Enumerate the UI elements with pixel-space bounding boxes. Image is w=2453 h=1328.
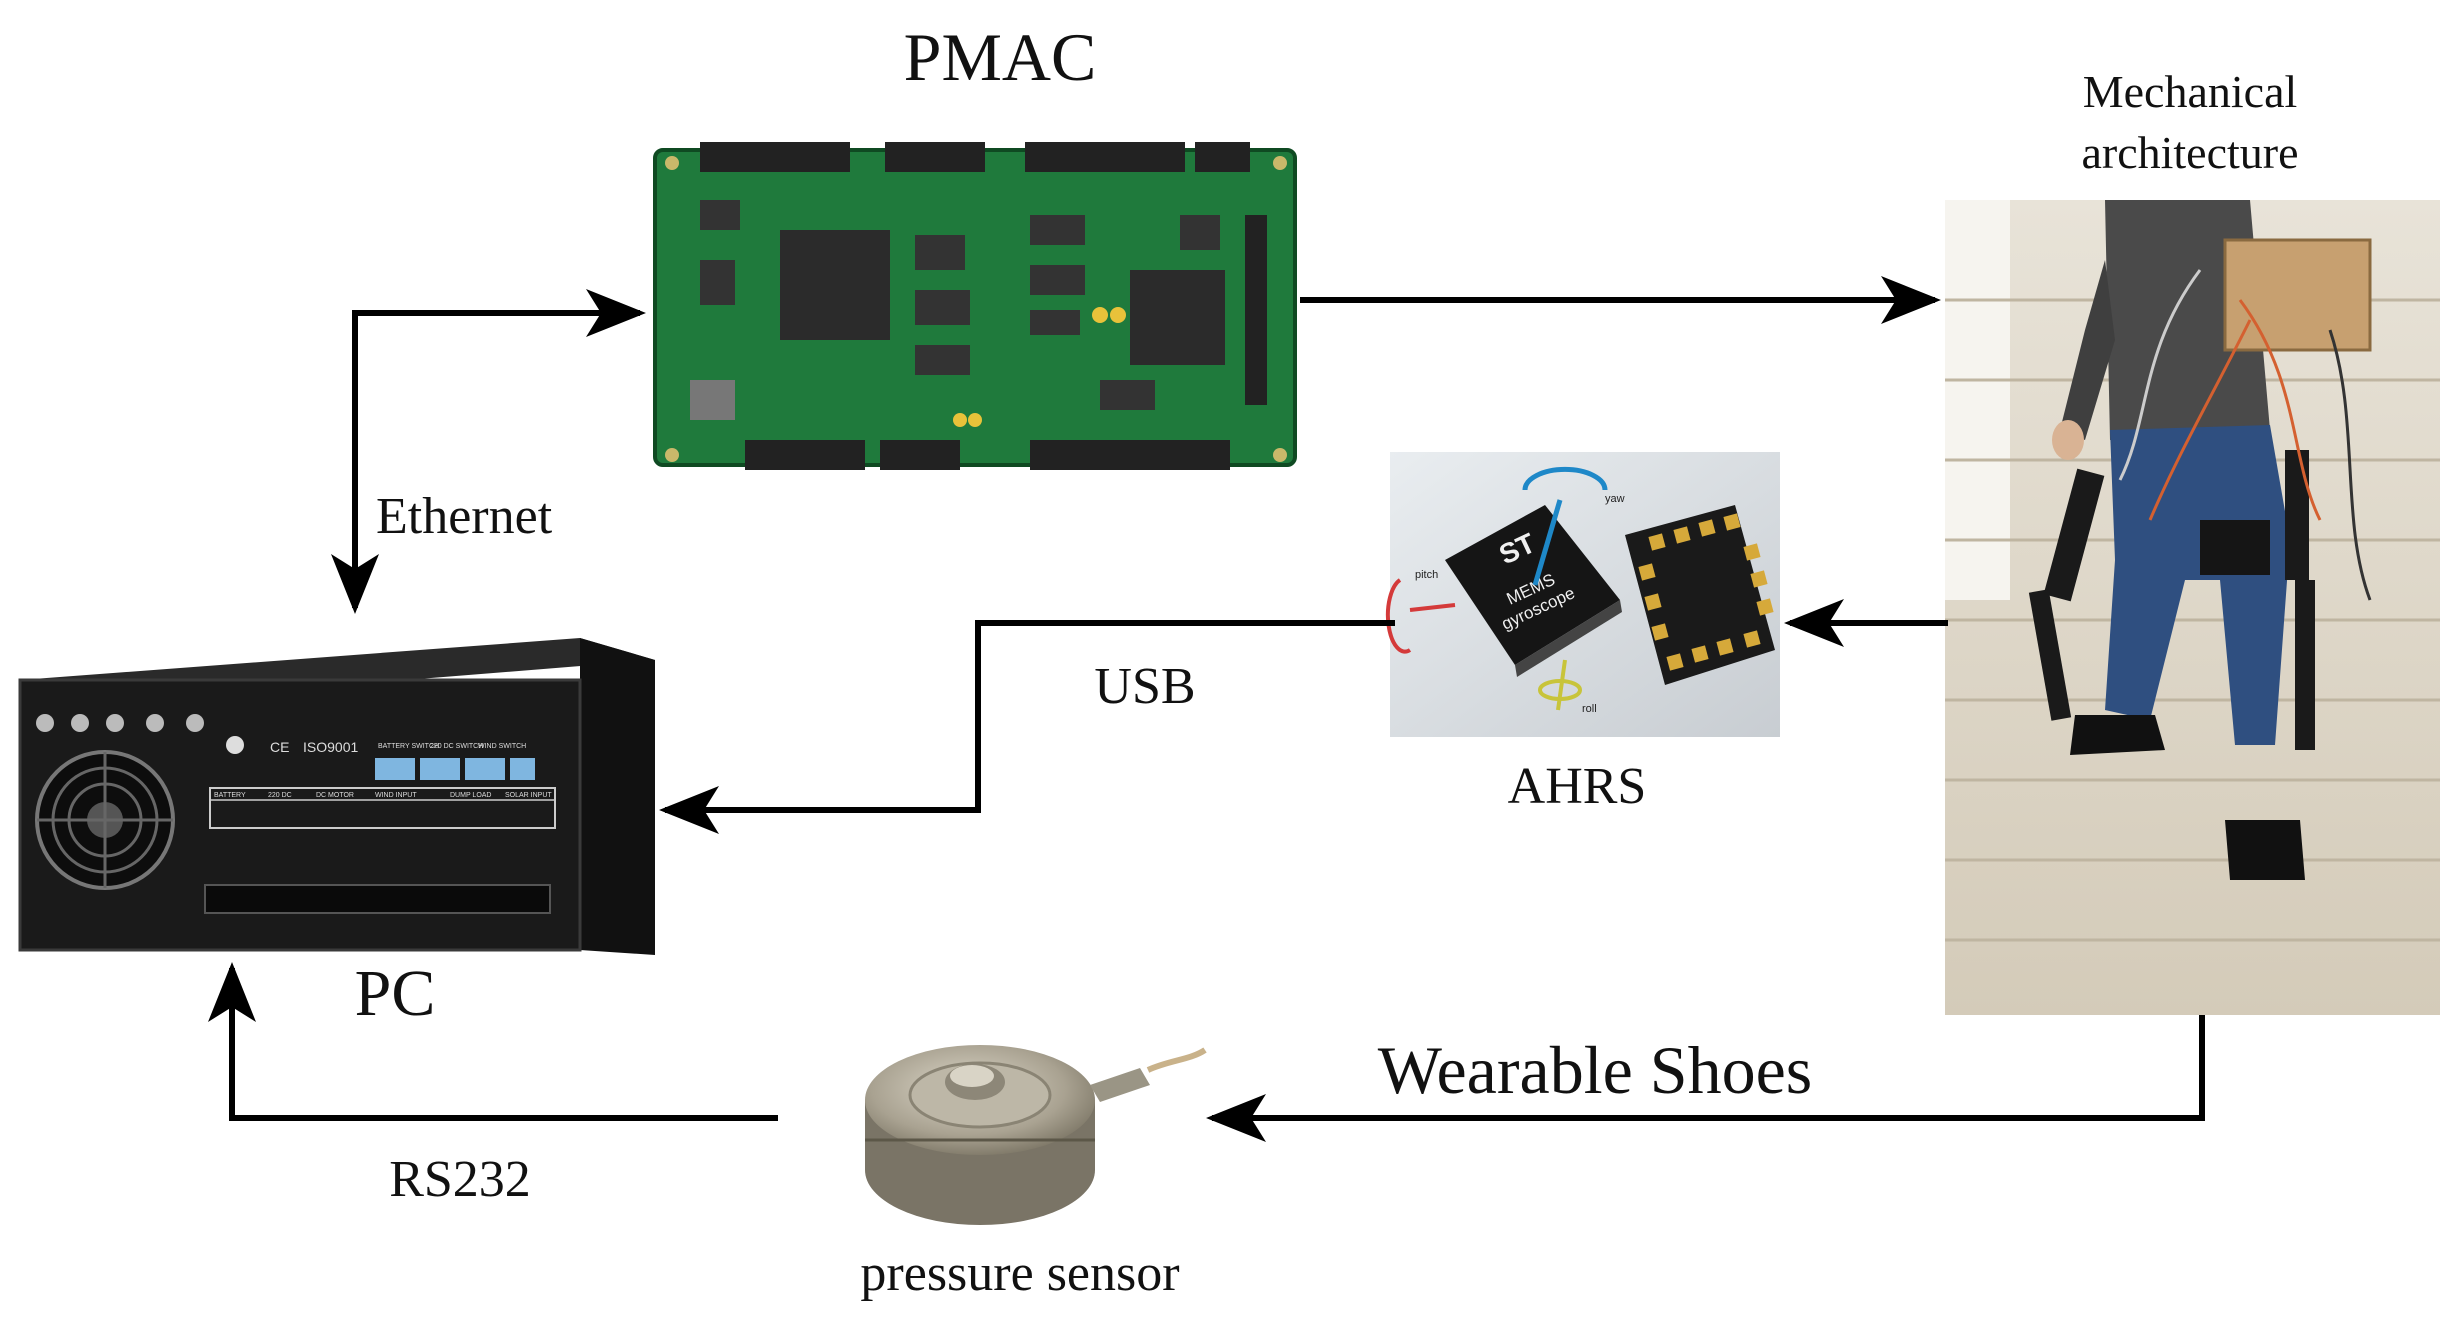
pc-col-4: WIND INPUT — [375, 792, 417, 799]
arrow-pressure-sensor-to-pc — [208, 962, 778, 1121]
pc-cert-ce: CE — [270, 739, 289, 755]
ahrs-label: AHRS — [1508, 758, 1647, 815]
pc-label: PC — [355, 957, 436, 1030]
chip-axis-yaw: yaw — [1605, 493, 1625, 505]
arrows — [208, 276, 2205, 1142]
pmac-board-image — [653, 142, 1297, 470]
pc-col-2: 220 DC — [268, 792, 292, 799]
chip-axis-pitch: pitch — [1415, 569, 1438, 581]
pressure-sensor-label: pressure sensor — [860, 1245, 1179, 1302]
ethernet-label: Ethernet — [376, 488, 553, 545]
ahrs-image: ST MEMS gyroscope yaw pitch roll — [1385, 452, 1780, 737]
pmac-label: PMAC — [904, 19, 1097, 95]
pc-cert-iso: ISO9001 — [303, 739, 358, 755]
arrow-ethernet-to-pmac — [352, 289, 646, 470]
pc-col-5: DUMP LOAD — [450, 792, 492, 799]
usb-label: USB — [1094, 658, 1195, 715]
pc-switch-1: BATTERY SWITCH — [378, 743, 439, 750]
pc-switch-2: 220 DC SWITCH — [430, 743, 483, 750]
mechanical-label-line1: Mechanical — [2083, 66, 2298, 117]
rs232-label: RS232 — [389, 1151, 531, 1208]
arrow-ahrs-to-pc — [659, 620, 1395, 834]
pc-switch-3: WIND SWITCH — [478, 743, 526, 750]
pc-col-6: SOLAR INPUT — [505, 792, 552, 799]
pc-image: CE ISO9001 BATTERY SWITCH 220 DC SWITCH … — [18, 638, 655, 955]
mechanical-architecture-image — [1945, 200, 2440, 1015]
chip-axis-roll: roll — [1582, 703, 1597, 715]
arrow-mechanical-to-pressure-sensor — [1206, 1015, 2205, 1142]
pc-col-1: BATTERY — [214, 792, 246, 799]
pressure-sensor-image — [865, 1045, 1207, 1225]
pc-col-3: DC MOTOR — [316, 792, 354, 799]
wearable-shoes-label: Wearable Shoes — [1378, 1032, 1812, 1108]
mechanical-label-line2: architecture — [2081, 127, 2298, 178]
